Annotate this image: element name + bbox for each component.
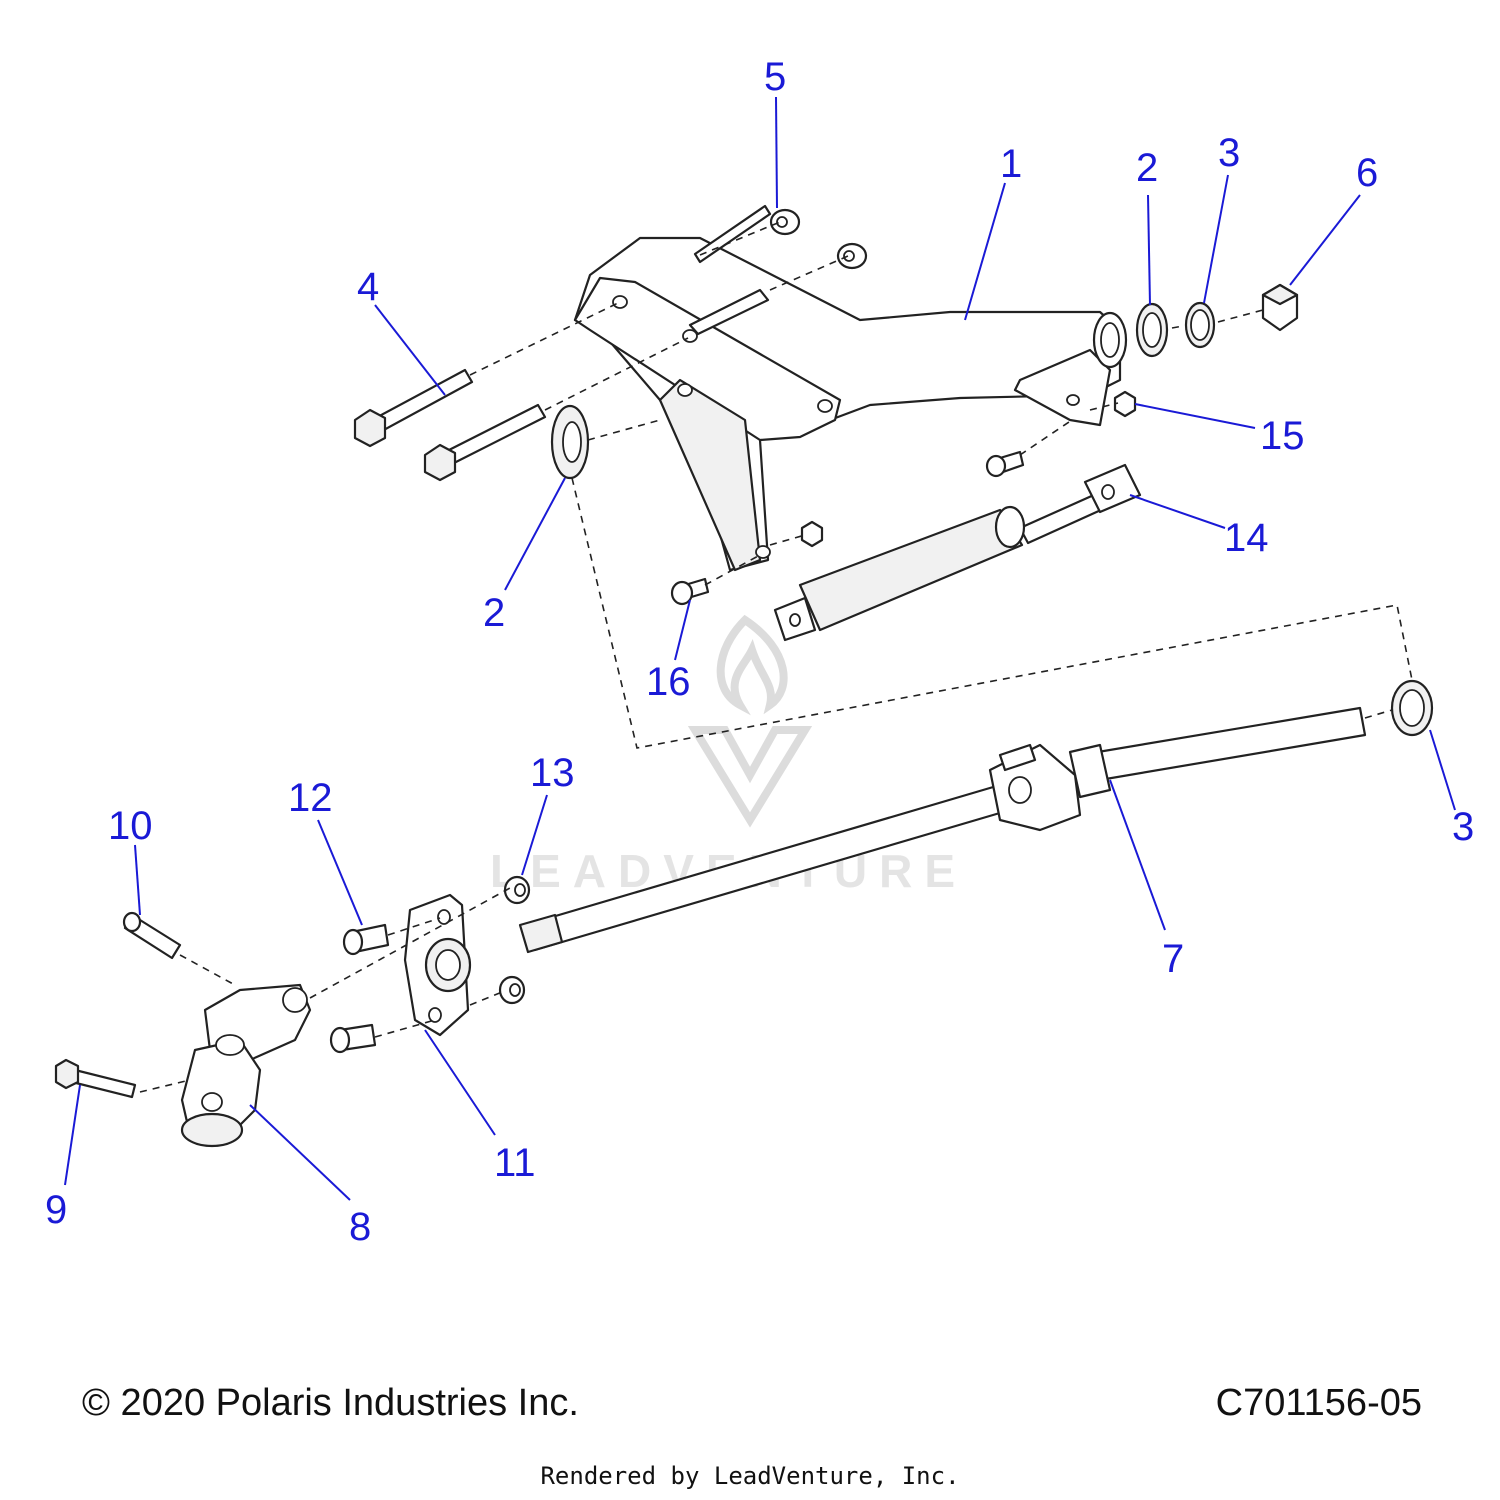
drawing-number: C701156-05	[1215, 1382, 1422, 1424]
bearing-upper	[1135, 302, 1169, 358]
bearing-lower	[550, 404, 590, 480]
callouts: 1 2 3 6 5 4 15 14 2 16 3 13 12 10 7 11 9…	[45, 55, 1474, 1249]
callout-2-upper[interactable]: 2	[1136, 146, 1158, 190]
callout-7[interactable]: 7	[1162, 937, 1184, 981]
pin-10	[122, 911, 182, 960]
gas-strut	[773, 463, 1142, 642]
callout-16[interactable]: 16	[646, 660, 691, 704]
bolt-4a	[353, 368, 474, 448]
bearing-flange	[403, 893, 472, 1037]
callout-3-upper[interactable]: 3	[1218, 131, 1240, 175]
screw-16a	[985, 450, 1025, 478]
bolt-4b	[423, 403, 547, 482]
nut-13a	[503, 875, 531, 905]
callout-2-lower[interactable]: 2	[483, 591, 505, 635]
callout-14[interactable]: 14	[1224, 516, 1269, 560]
screw-12b	[329, 1023, 377, 1054]
seal-lower	[1390, 679, 1434, 737]
universal-joint	[180, 983, 312, 1148]
flange-nut-5b	[836, 242, 868, 270]
pivot-arm-bracket	[573, 204, 1128, 572]
callout-3-lower[interactable]: 3	[1452, 805, 1474, 849]
bolt-9	[54, 1058, 137, 1099]
callout-11[interactable]: 11	[494, 1141, 536, 1185]
steering-shaft	[518, 706, 1367, 954]
screw-16b	[670, 577, 710, 606]
nut-15	[1113, 390, 1137, 418]
flange-nut-5a	[769, 208, 801, 236]
copyright-text: © 2020 Polaris Industries Inc.	[82, 1382, 579, 1424]
assembly-lines	[139, 221, 1413, 1093]
leader-lines	[64, 96, 1456, 1201]
nut-13b	[498, 975, 526, 1005]
callout-4[interactable]: 4	[357, 265, 379, 309]
callout-13[interactable]: 13	[530, 751, 575, 795]
callout-10[interactable]: 10	[108, 804, 153, 848]
render-credit: Rendered by LeadVenture, Inc.	[540, 1462, 960, 1490]
callout-15[interactable]: 15	[1260, 414, 1305, 458]
screw-12a	[342, 923, 390, 956]
lock-nut	[1261, 283, 1299, 332]
callout-6[interactable]: 6	[1356, 151, 1378, 195]
callout-1[interactable]: 1	[1000, 142, 1022, 186]
callout-5[interactable]: 5	[764, 55, 786, 99]
seal-upper	[1184, 301, 1216, 349]
callout-12[interactable]: 12	[288, 776, 333, 820]
watermark-logo	[687, 614, 813, 828]
callout-9[interactable]: 9	[45, 1188, 67, 1232]
callout-8[interactable]: 8	[349, 1205, 371, 1249]
nut-15b	[800, 520, 824, 548]
